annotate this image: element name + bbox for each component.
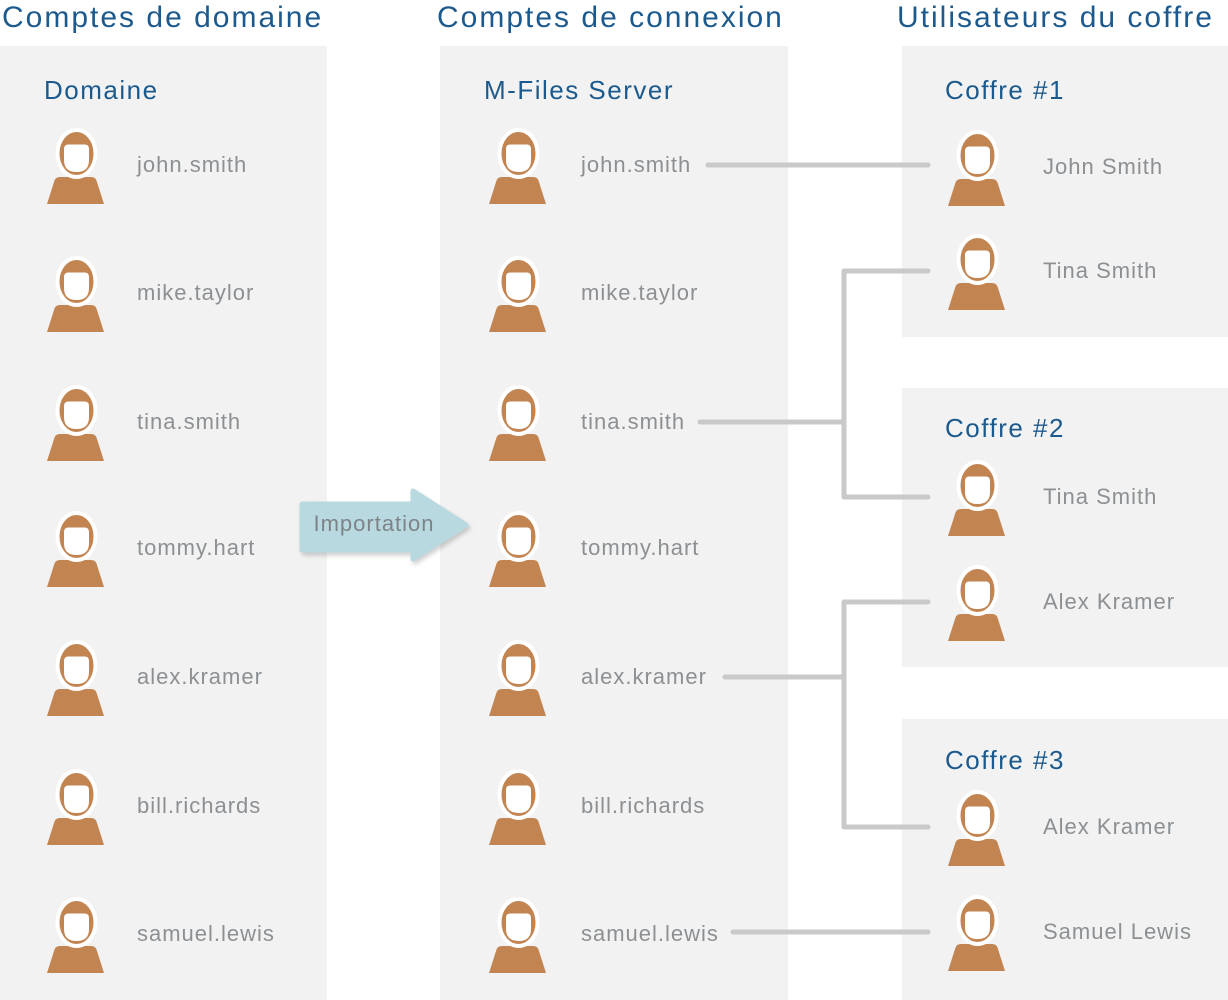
login-user-label: bill.richards bbox=[581, 793, 706, 818]
vault-user-row: Alex Kramer bbox=[945, 788, 1175, 866]
person-icon bbox=[45, 256, 106, 332]
vault-user-row: Tina Smith bbox=[945, 232, 1157, 310]
person-icon bbox=[45, 385, 106, 461]
domain-user-row: samuel.lewis bbox=[44, 895, 275, 973]
person-icon bbox=[487, 128, 548, 204]
login-user-label: tina.smith bbox=[581, 409, 686, 434]
domain-user-row: alex.kramer bbox=[44, 638, 263, 716]
domain-user-label: tina.smith bbox=[137, 409, 242, 434]
vault-user-row: Alex Kramer bbox=[945, 563, 1175, 641]
login-box-header: M-Files Server bbox=[484, 75, 675, 105]
domain-user-label: bill.richards bbox=[137, 793, 262, 818]
person-icon bbox=[487, 256, 548, 332]
vault-2-header: Coffre #2 bbox=[945, 413, 1065, 443]
vault-1-header: Coffre #1 bbox=[945, 75, 1065, 105]
login-user-row: john.smith bbox=[486, 126, 691, 204]
column-title-vault-users: Utilisateurs du coffre bbox=[897, 1, 1214, 34]
person-icon bbox=[45, 640, 106, 716]
login-user-label: john.smith bbox=[581, 152, 692, 177]
domain-user-label: alex.kramer bbox=[137, 664, 263, 689]
person-icon bbox=[946, 130, 1007, 206]
vault-3-header: Coffre #3 bbox=[945, 745, 1065, 775]
domain-box-header: Domaine bbox=[44, 75, 159, 105]
person-icon bbox=[45, 128, 106, 204]
vault-user-label: Tina Smith bbox=[1043, 258, 1158, 283]
login-user-row: samuel.lewis bbox=[486, 895, 719, 973]
login-user-label: samuel.lewis bbox=[581, 921, 719, 946]
login-user-row: tina.smith bbox=[486, 383, 685, 461]
person-icon bbox=[946, 460, 1007, 536]
vault-user-label: Tina Smith bbox=[1043, 484, 1158, 509]
login-user-label: mike.taylor bbox=[581, 280, 699, 305]
person-icon bbox=[946, 565, 1007, 641]
login-user-row: tommy.hart bbox=[486, 509, 699, 587]
login-user-label: tommy.hart bbox=[581, 535, 700, 560]
login-user-row: bill.richards bbox=[486, 767, 705, 845]
person-icon bbox=[487, 385, 548, 461]
login-user-label: alex.kramer bbox=[581, 664, 707, 689]
vault-user-row: Tina Smith bbox=[945, 458, 1157, 536]
vault-user-label: Samuel Lewis bbox=[1043, 919, 1192, 944]
domain-user-row: tommy.hart bbox=[44, 509, 255, 587]
person-icon bbox=[946, 234, 1007, 310]
domain-user-row: tina.smith bbox=[44, 383, 241, 461]
vault-user-row: Samuel Lewis bbox=[945, 893, 1192, 971]
login-user-row: mike.taylor bbox=[486, 254, 698, 332]
import-arrow-label: Importation bbox=[313, 511, 435, 536]
vault-user-row: John Smith bbox=[945, 128, 1163, 206]
person-icon bbox=[487, 640, 548, 716]
vault-user-label: Alex Kramer bbox=[1043, 589, 1176, 614]
login-user-row: alex.kramer bbox=[486, 638, 707, 716]
person-icon bbox=[45, 897, 106, 973]
domain-user-row: john.smith bbox=[44, 126, 247, 204]
person-icon bbox=[487, 897, 548, 973]
vault-user-label: Alex Kramer bbox=[1043, 814, 1176, 839]
person-icon bbox=[45, 769, 106, 845]
domain-user-row: mike.taylor bbox=[44, 254, 254, 332]
person-icon bbox=[45, 511, 106, 587]
person-icon bbox=[946, 790, 1007, 866]
person-icon bbox=[487, 511, 548, 587]
domain-user-label: samuel.lewis bbox=[137, 921, 275, 946]
column-title-login-accounts: Comptes de connexion bbox=[437, 1, 784, 34]
domain-user-row: bill.richards bbox=[44, 767, 261, 845]
vault-user-label: John Smith bbox=[1043, 154, 1164, 179]
domain-user-label: john.smith bbox=[137, 152, 248, 177]
column-title-domain-accounts: Comptes de domaine bbox=[2, 1, 324, 34]
domain-user-label: tommy.hart bbox=[137, 535, 256, 560]
domain-user-label: mike.taylor bbox=[137, 280, 255, 305]
person-icon bbox=[946, 895, 1007, 971]
person-icon bbox=[487, 769, 548, 845]
